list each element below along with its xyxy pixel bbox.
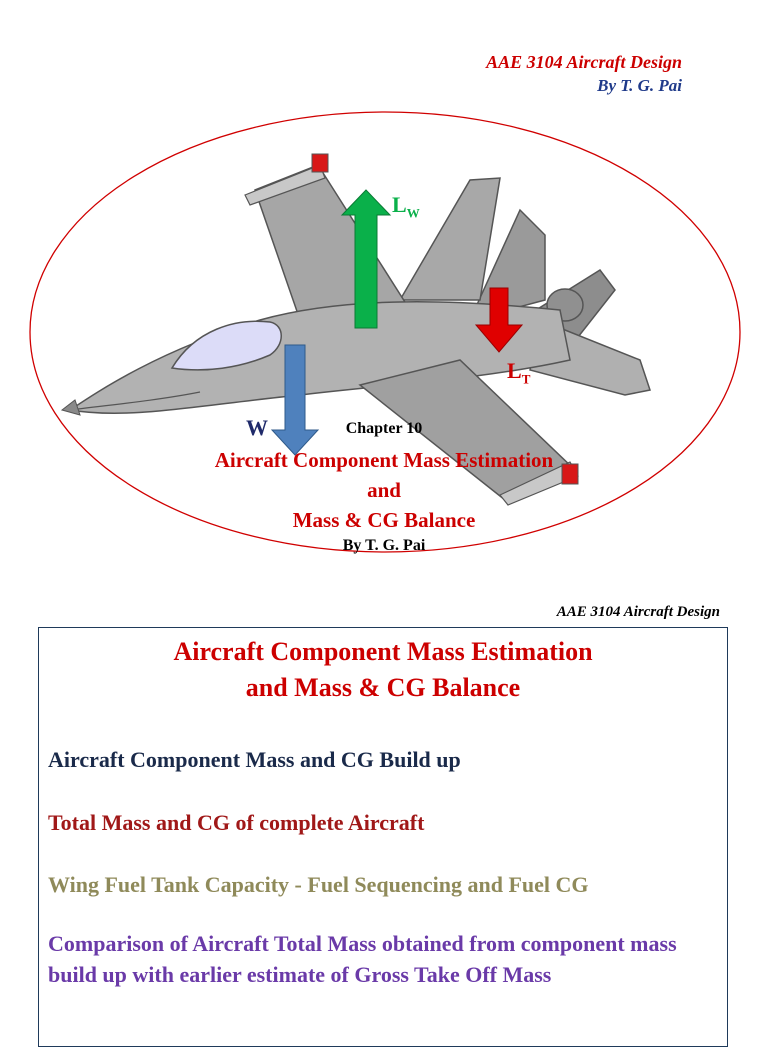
weight-arrow [270, 344, 320, 456]
title-line-3: Mass & CG Balance [292, 508, 476, 532]
contents-title: Aircraft Component Mass Estimation and M… [39, 634, 727, 706]
weight-label: W [246, 415, 268, 440]
topic-item: Total Mass and CG of complete Aircraft [48, 810, 425, 835]
byline: By T. G. Pai [342, 537, 426, 554]
topic-item: Wing Fuel Tank Capacity - Fuel Sequencin… [48, 872, 589, 897]
wing-lift-label: LW [392, 192, 420, 221]
course-title: AAE 3104 Aircraft Design [486, 52, 682, 72]
contents-title-line-1: Aircraft Component Mass Estimation [173, 637, 593, 666]
nose-cone [60, 399, 81, 416]
title-line-1: Aircraft Component Mass Estimation [214, 448, 554, 472]
contents-title-line-2: and Mass & CG Balance [245, 673, 521, 702]
outline-ellipse [29, 111, 741, 553]
topic-item: Aircraft Component Mass and CG Build up [48, 747, 461, 772]
tail-lift-label: LT [507, 358, 531, 387]
aircraft-illustration [29, 111, 741, 553]
contents-slide: Aircraft Component Mass Estimation and M… [38, 627, 728, 1047]
title-slide: AAE 3104 Aircraft Design By T. G. Pai [0, 52, 768, 554]
tail-fin-front [398, 177, 501, 301]
tail-lift-arrow [474, 287, 524, 353]
chapter-number: Chapter 10 [345, 420, 423, 437]
author: By T. G. Pai [597, 76, 682, 95]
canopy [170, 320, 282, 371]
slide2-course-title: AAE 3104 Aircraft Design [556, 604, 720, 620]
topic-item: Comparison of Aircraft Total Mass obtain… [48, 931, 677, 987]
title-line-2: and [367, 478, 401, 502]
slide-title: Aircraft Component Mass Estimation and M… [0, 445, 768, 535]
wing-lift-arrow [340, 189, 392, 329]
